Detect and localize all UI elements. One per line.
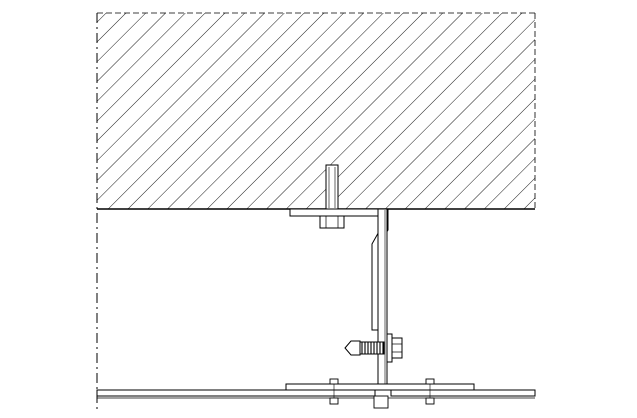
rivet-left [329,378,339,405]
profile-web [377,208,388,390]
bracket-top-flange [289,208,382,217]
fixing-bolt-tip [344,340,361,356]
anchor-bolt-shank [325,164,339,211]
fixing-bolt [344,333,403,363]
slab-hatch-fill [97,13,535,209]
concrete-slab [97,12,536,210]
vertical-profile [285,208,475,391]
panel-joint-piece [373,395,389,409]
fixing-bolt-washer [386,333,393,363]
anchor-bolt [315,164,349,229]
angle-bracket [289,208,389,331]
fixing-bolt-nut [391,337,403,359]
fixing-bolt-thread [359,341,385,355]
anchor-nut [319,214,345,229]
ceiling-panels [96,389,536,399]
rivet-right [425,378,435,405]
panel-rivets [329,378,435,405]
profile-flange [285,383,475,391]
ceiling-panel-left [96,389,376,397]
ceiling-panel-right [390,389,536,397]
